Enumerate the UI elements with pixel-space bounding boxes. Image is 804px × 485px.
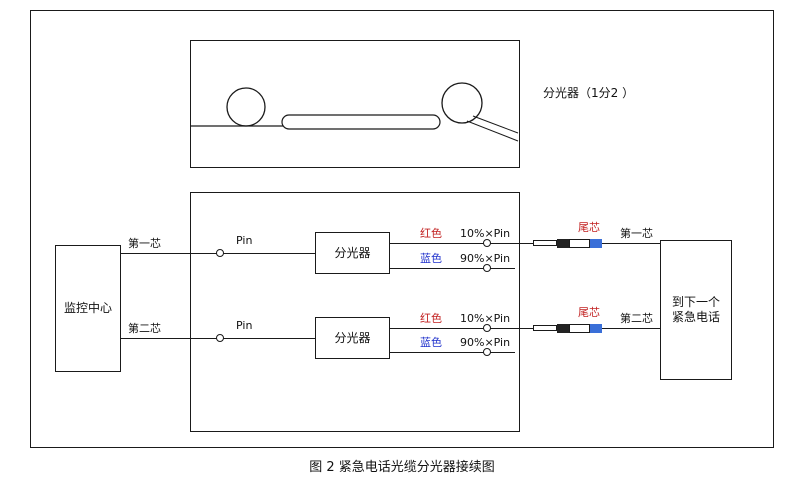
row1-red-color-label: 红色 [420, 227, 442, 240]
row1-connector-ferrule [533, 240, 557, 246]
fiber-spool-icon [226, 87, 266, 127]
row1-pin-label: Pin [236, 234, 253, 247]
row1-output-core-label: 第一芯 [620, 227, 653, 240]
row1-blue-output-line [390, 268, 515, 269]
row1-pin-splice [216, 249, 224, 257]
row1-blue-color-label: 蓝色 [420, 252, 442, 265]
fiber-coil-icon [441, 82, 483, 124]
splitter-tube-icon [281, 114, 441, 130]
next-phone-label-line1: 到下一个 [671, 295, 720, 309]
row1-red-splice [483, 239, 491, 247]
row1-connector-boot-blue [590, 239, 602, 248]
row2-pigtail-label: 尾芯 [578, 306, 600, 319]
row2-connector-boot-blue [590, 324, 602, 333]
splitter-type-label: 分光器（1分2 ） [543, 86, 635, 100]
row2-blue-output-line [390, 352, 515, 353]
row2-pin-label: Pin [236, 319, 253, 332]
monitoring-center-box: 监控中心 [55, 245, 121, 372]
figure-caption: 图 2 紧急电话光缆分光器接续图 [309, 460, 495, 475]
row2-red-ratio-label: 10%×Pin [460, 312, 511, 325]
row2-input-core-label: 第二芯 [128, 322, 161, 335]
splitter-pictorial-box [190, 40, 520, 168]
row1-red-ratio-label: 10%×Pin [460, 227, 511, 240]
row1-input-core-label: 第一芯 [128, 237, 161, 250]
row1-blue-ratio-label: 90%×Pin [460, 252, 511, 265]
row2-output-core-label: 第二芯 [620, 312, 653, 325]
fiber-tail-icon [466, 120, 519, 142]
row2-connector-body [569, 324, 590, 333]
row2-red-splice [483, 324, 491, 332]
next-phone-box: 到下一个 紧急电话 [660, 240, 732, 380]
row2-connector-ferrule [533, 325, 557, 331]
fiber-tail-icon [472, 115, 519, 134]
row1-splitter-box: 分光器 [315, 232, 390, 274]
splitter-pictorial [191, 82, 519, 142]
row2-red-output-line [390, 328, 660, 329]
row2-splitter-label: 分光器 [334, 330, 371, 345]
row2-red-color-label: 红色 [420, 312, 442, 325]
row1-pigtail-label: 尾芯 [578, 221, 600, 234]
row1-blue-splice [483, 264, 491, 272]
row1-red-output-line [390, 243, 660, 244]
row2-blue-splice [483, 348, 491, 356]
row2-connector-body-dark [557, 324, 569, 333]
row1-splitter-label: 分光器 [334, 245, 371, 260]
row1-connector-body [569, 239, 590, 248]
monitoring-center-label: 监控中心 [63, 301, 112, 315]
row2-pin-splice [216, 334, 224, 342]
next-phone-label-line2: 紧急电话 [671, 310, 720, 324]
row2-blue-color-label: 蓝色 [420, 336, 442, 349]
row2-splitter-box: 分光器 [315, 317, 390, 359]
row1-connector-body-dark [557, 239, 569, 248]
row2-blue-ratio-label: 90%×Pin [460, 336, 511, 349]
